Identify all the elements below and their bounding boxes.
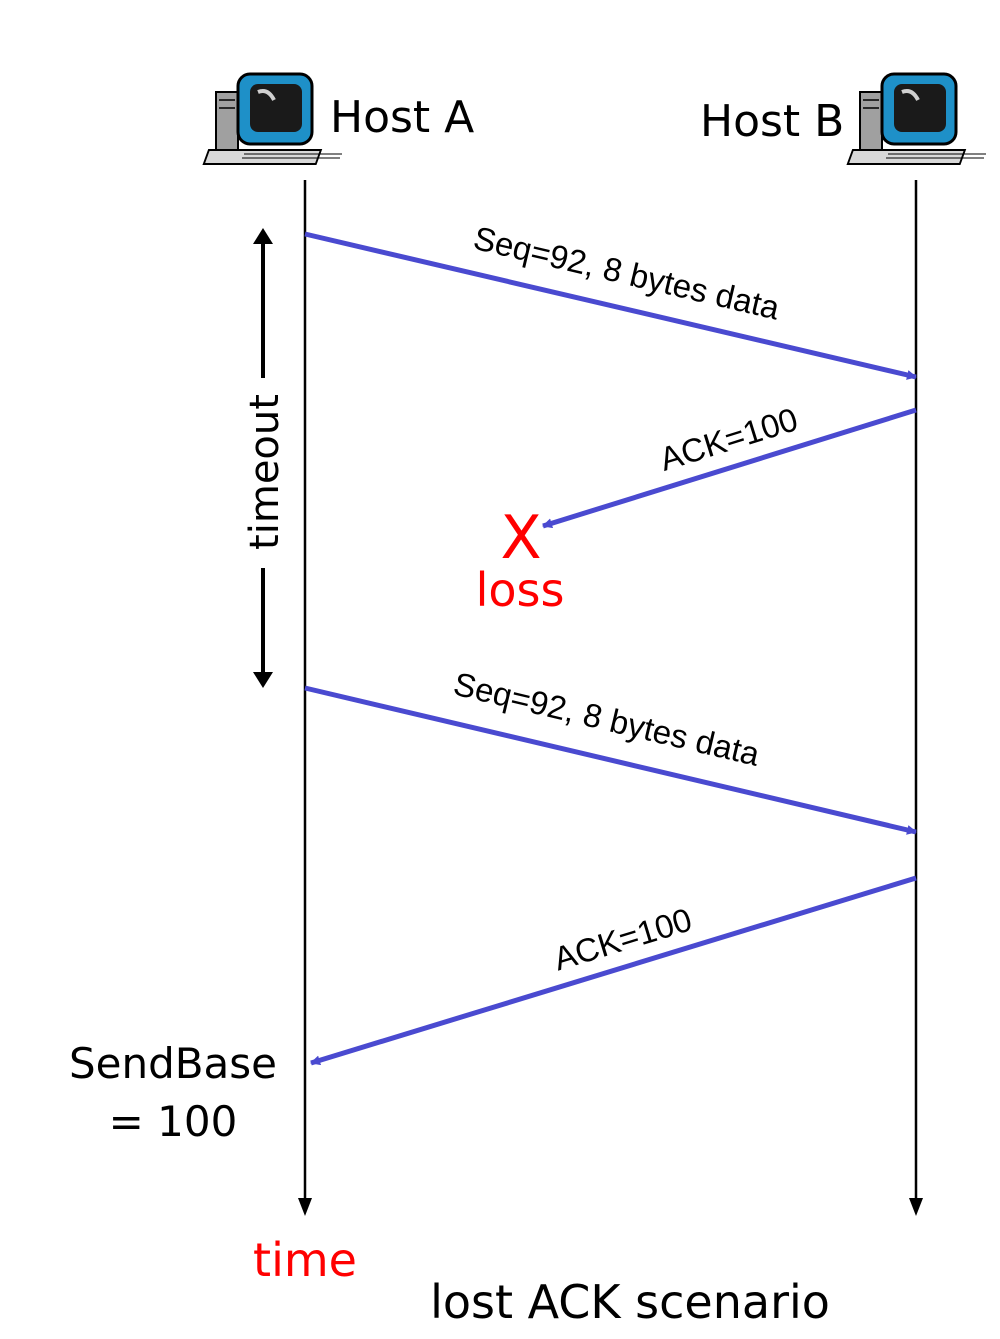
diagram-caption: lost ACK scenario xyxy=(430,1275,830,1329)
host-a-label: Host A xyxy=(330,92,474,143)
seq-arrow-2 xyxy=(304,685,917,835)
host-b-computer-icon xyxy=(846,72,986,165)
ack-arrow-2 xyxy=(310,875,917,1066)
timeout-up-arrowhead xyxy=(253,228,273,244)
timeout-label: timeout xyxy=(242,394,288,550)
host-b-timeline-arrowhead xyxy=(909,1198,923,1216)
timeout-down-arrowhead xyxy=(253,672,273,688)
host-a-timeline-arrowhead xyxy=(298,1198,312,1216)
seq-arrow-1 xyxy=(304,231,917,380)
host-a-computer-icon xyxy=(202,72,342,165)
sendbase-value: = 100 xyxy=(109,1097,238,1146)
sendbase-label: SendBase xyxy=(69,1039,277,1088)
loss-label: loss xyxy=(476,563,565,617)
ack-arrow-lost xyxy=(542,407,917,529)
loss-x-mark: X xyxy=(500,503,541,573)
time-label: time xyxy=(253,1233,357,1287)
host-b-label: Host B xyxy=(700,96,844,147)
